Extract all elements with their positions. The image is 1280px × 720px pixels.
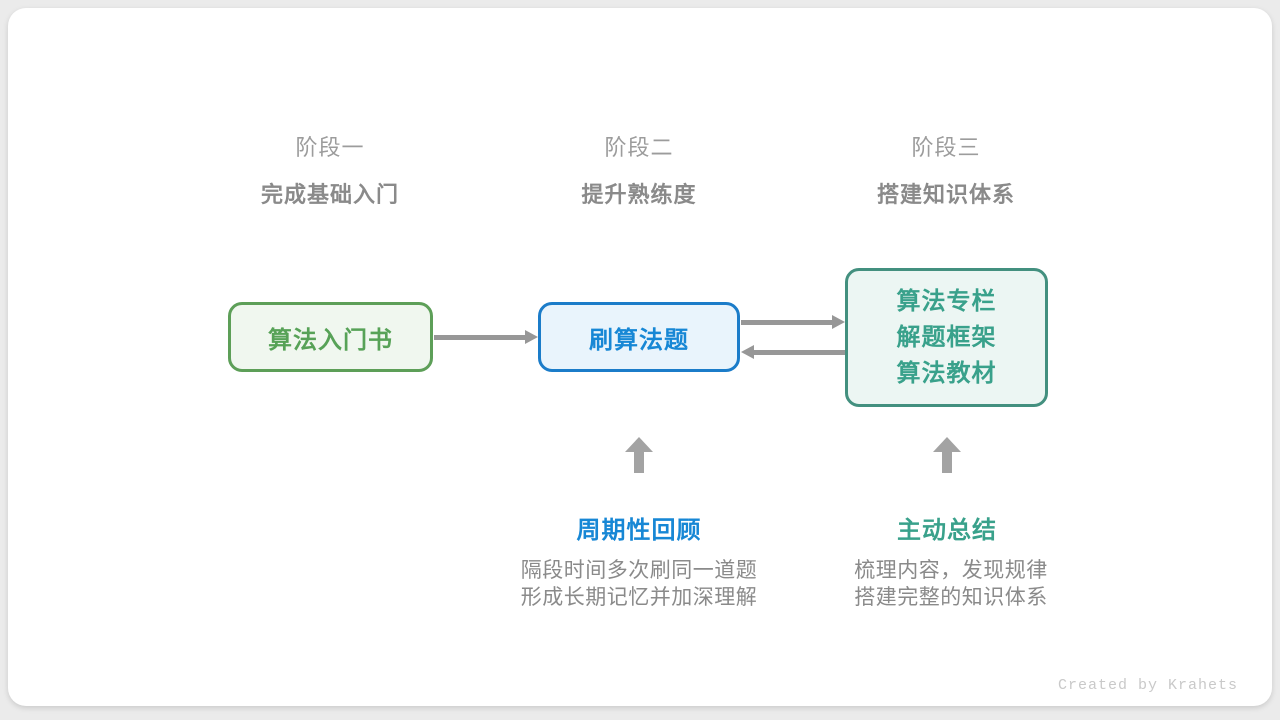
credit-text: Created by Krahets — [1057, 677, 1238, 694]
arrow-head-icon — [933, 437, 961, 452]
arrow-left-bottom-icon — [741, 345, 845, 359]
stage3-label: 阶段三 — [911, 135, 981, 160]
annotation-summary-desc-line1: 梳理内容，发现规律 — [854, 559, 1048, 582]
stage2-label: 阶段二 — [604, 135, 674, 160]
arrow-up-review-icon — [625, 437, 653, 473]
arrow-right-top-icon — [741, 315, 845, 329]
node-intro-book: 算法入门书 — [228, 302, 433, 372]
arrow-shaft — [634, 451, 644, 473]
stage3-subtitle: 搭建知识体系 — [876, 182, 1015, 207]
stage2-subtitle: 提升熟练度 — [581, 182, 697, 207]
stage1-subtitle: 完成基础入门 — [260, 182, 399, 207]
arrow-head-icon — [741, 345, 754, 359]
arrow-head-icon — [832, 315, 845, 329]
arrow-head-icon — [625, 437, 653, 452]
node-intro-book-title: 算法入门书 — [268, 326, 393, 354]
arrow-shaft — [434, 334, 527, 340]
arrow-shaft — [741, 319, 834, 325]
annotation-summary-title: 主动总结 — [897, 517, 997, 544]
annotation-review-desc: 隔段时间多次刷同一道题 形成长期记忆并加深理解 — [469, 557, 809, 611]
annotation-summary-desc: 梳理内容，发现规律 搭建完整的知识体系 — [781, 557, 1121, 611]
stage1-label: 阶段一 — [295, 135, 365, 160]
annotation-review-desc-line1: 隔段时间多次刷同一道题 — [520, 559, 758, 582]
annotation-review-desc-line2: 形成长期记忆并加深理解 — [520, 586, 758, 609]
arrow-shaft — [752, 349, 845, 355]
node-practice-title: 刷算法题 — [589, 326, 689, 354]
arrow-right-icon — [434, 330, 538, 344]
annotation-review-title: 周期性回顾 — [576, 517, 702, 544]
annotation-summary-desc-line2: 搭建完整的知识体系 — [854, 586, 1048, 609]
node-knowledge: 算法专栏 解题框架 算法教材 — [845, 268, 1048, 407]
arrow-up-summary-icon — [933, 437, 961, 473]
node-knowledge-line2: 解题框架 — [896, 323, 997, 351]
diagram-card: 阶段一 完成基础入门 阶段二 提升熟练度 阶段三 搭建知识体系 算法入门书 刷算… — [8, 8, 1272, 706]
arrow-shaft — [942, 451, 952, 473]
node-practice: 刷算法题 — [538, 302, 740, 372]
node-knowledge-line3: 算法教材 — [896, 359, 997, 387]
node-knowledge-line1: 算法专栏 — [896, 287, 997, 315]
arrow-head-icon — [525, 330, 538, 344]
